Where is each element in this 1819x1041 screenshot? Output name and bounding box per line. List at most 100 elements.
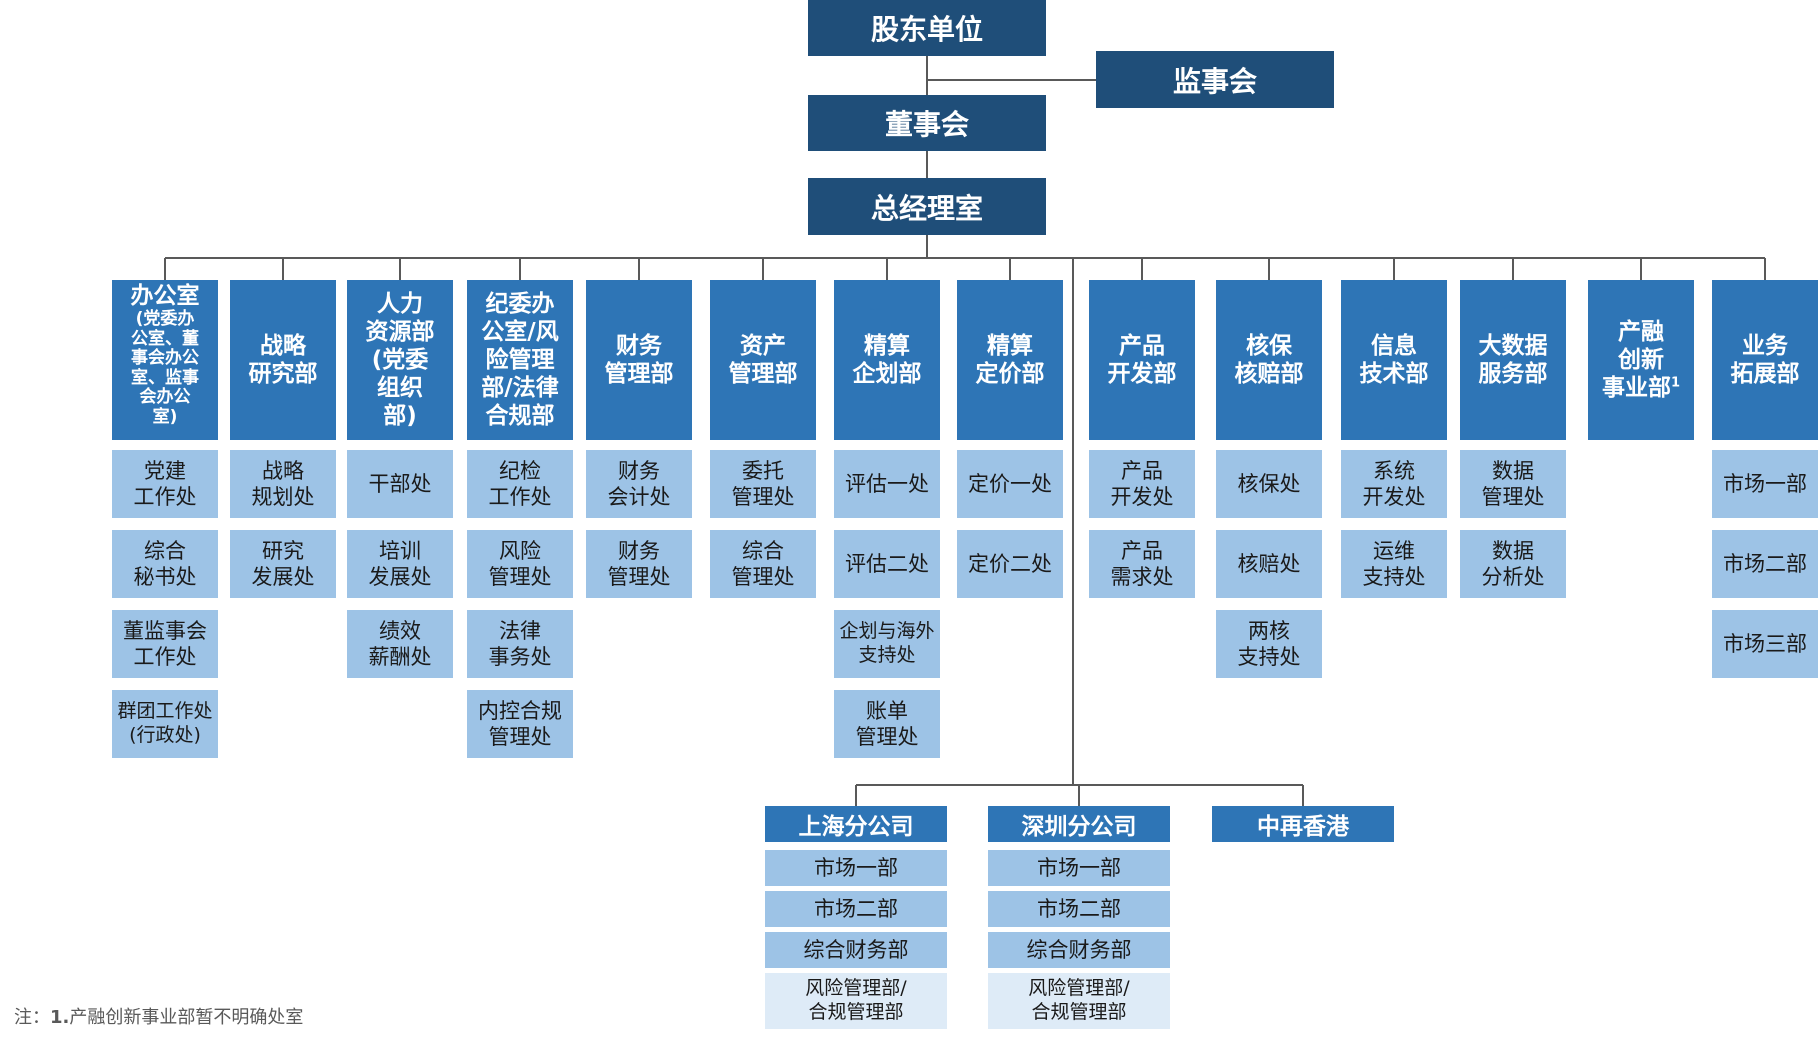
branch-sub-unit-box: 综合财务部 [988, 932, 1170, 968]
label-line: 绩效 [379, 618, 421, 643]
label-line: 管理处 [855, 725, 919, 749]
department-box: 财务管理部 [586, 280, 692, 440]
footnote-number: 1. [50, 1007, 70, 1028]
label-line: 管理处 [488, 565, 552, 589]
label-line: (党委 [371, 346, 429, 373]
label-line: 战略 [260, 332, 306, 359]
sub-unit-box: 市场三部 [1712, 610, 1818, 678]
label-line: 企划部 [852, 361, 922, 387]
label-line: 分析处 [1481, 565, 1545, 589]
label-line: 需求处 [1110, 565, 1174, 589]
sub-unit-box: 干部处 [347, 450, 453, 518]
label-line: 业务 [1742, 332, 1788, 359]
label-line: 创新 [1617, 346, 1664, 373]
department-name: 核保核赔部 [1235, 332, 1304, 388]
department-box: 核保核赔部 [1216, 280, 1322, 440]
board-box: 董事会 [808, 95, 1046, 151]
branch-sub-unit-box: 市场一部 [765, 850, 947, 886]
label-line: 纪检 [499, 458, 541, 483]
label-line: 核保处 [1237, 471, 1301, 496]
label-line: 资产 [740, 332, 786, 359]
board-label: 董事会 [884, 108, 969, 141]
label-line: 办公室 [130, 283, 200, 309]
label-line: 部) [383, 403, 417, 430]
sub-unit-box: 企划与海外支持处 [834, 610, 940, 678]
department-box: 人力资源部(党委组织部) [347, 280, 453, 440]
label-line: 支持处 [1362, 565, 1426, 589]
sub-unit-box: 财务管理处 [586, 530, 692, 598]
department-name: 财务管理部 [605, 332, 674, 388]
department-box: 办公室(党委办公室、董事会办公室、监事会办公室) [112, 280, 218, 440]
branch-sub-unit-box: 风险管理部/合规管理部 [765, 973, 947, 1029]
label-line: 培训 [379, 538, 421, 563]
label-line: 室、监事 [131, 367, 199, 388]
label-line: 市场一部 [814, 855, 898, 880]
department-box: 资产管理部 [710, 280, 816, 440]
sub-unit-box: 战略规划处 [230, 450, 336, 518]
sub-unit-box: 数据分析处 [1460, 530, 1566, 598]
label-line: (党委办 [135, 309, 195, 330]
branch-box: 中再香港 [1212, 806, 1394, 842]
label-line: 企划与海外 [839, 620, 935, 643]
sub-unit-box: 研究发展处 [230, 530, 336, 598]
sub-unit-box: 定价一处 [957, 450, 1063, 518]
sub-unit-box: 系统开发处 [1341, 450, 1447, 518]
label-line: 管理部 [728, 361, 798, 387]
sub-unit-box: 法律事务处 [467, 610, 573, 678]
sub-unit-box: 核赔处 [1216, 530, 1322, 598]
sub-unit-box: 核保处 [1216, 450, 1322, 518]
department-box: 产融创新事业部1 [1588, 280, 1694, 440]
label-line: 法律 [499, 618, 541, 643]
department-name: 信息技术部 [1360, 332, 1429, 388]
label-line: 研究 [262, 538, 304, 563]
sub-unit-box: 定价二处 [957, 530, 1063, 598]
label-line: 开发处 [1110, 485, 1174, 509]
label-line: 评估一处 [845, 471, 929, 496]
label-line: 技术部 [1359, 361, 1429, 387]
branch-sub-unit-box: 风险管理部/合规管理部 [988, 973, 1170, 1029]
label-line: 财务 [618, 458, 660, 483]
label-line: 支持处 [1237, 645, 1301, 669]
label-line: 事务处 [488, 645, 552, 669]
label-line: 部/法律 [481, 375, 559, 402]
branch-sub-unit-box: 市场一部 [988, 850, 1170, 886]
label-line: 数据 [1492, 538, 1534, 563]
label-line: 资源部 [365, 318, 435, 345]
sub-unit-box: 群团工作处(行政处) [112, 690, 218, 758]
department-box: 纪委办公室/风险管理部/法律合规部 [467, 280, 573, 440]
label-line: 产品 [1121, 538, 1163, 563]
label-line: 人力 [377, 290, 423, 317]
label-line: 核赔部 [1234, 361, 1304, 387]
label-line: 管理处 [731, 485, 795, 509]
label-line: 市场二部 [1723, 551, 1807, 576]
sub-unit-box: 财务会计处 [586, 450, 692, 518]
footnote-prefix: 注： [14, 1007, 50, 1028]
label-line: 管理处 [1481, 485, 1545, 509]
label-line: 管理处 [488, 725, 552, 749]
label-line: 室) [152, 406, 178, 427]
sub-unit-box: 风险管理处 [467, 530, 573, 598]
label-line: 核赔处 [1237, 551, 1301, 576]
label-line: 数据 [1492, 458, 1534, 483]
department-name: 办公室 [131, 282, 200, 310]
label-line: 薪酬处 [368, 645, 432, 669]
sub-unit-box: 两核支持处 [1216, 610, 1322, 678]
label-line: 董监事会 [123, 618, 207, 643]
department-name: 人力资源部(党委组织部) [366, 290, 435, 430]
label-line: 合规管理部 [1031, 1001, 1127, 1023]
sub-unit-box: 数据管理处 [1460, 450, 1566, 518]
label-line: 综合 [742, 538, 784, 563]
label-line: 风险管理部/ [1028, 977, 1130, 1000]
label-line: 服务部 [1478, 361, 1548, 387]
label-line: 研究部 [248, 361, 318, 387]
label-line: 内控合规 [478, 698, 562, 723]
sub-unit-box: 评估一处 [834, 450, 940, 518]
department-name: 产融创新事业部1 [1602, 318, 1680, 402]
department-box: 业务拓展部 [1712, 280, 1818, 440]
department-name: 纪委办公室/风险管理部/法律合规部 [481, 290, 558, 430]
department-name: 业务拓展部 [1731, 332, 1800, 388]
footnote: 注：1.产融创新事业部暂不明确处室 [14, 1003, 303, 1029]
label-line: 市场二部 [1037, 896, 1121, 921]
label-line: 合规部 [485, 403, 555, 430]
